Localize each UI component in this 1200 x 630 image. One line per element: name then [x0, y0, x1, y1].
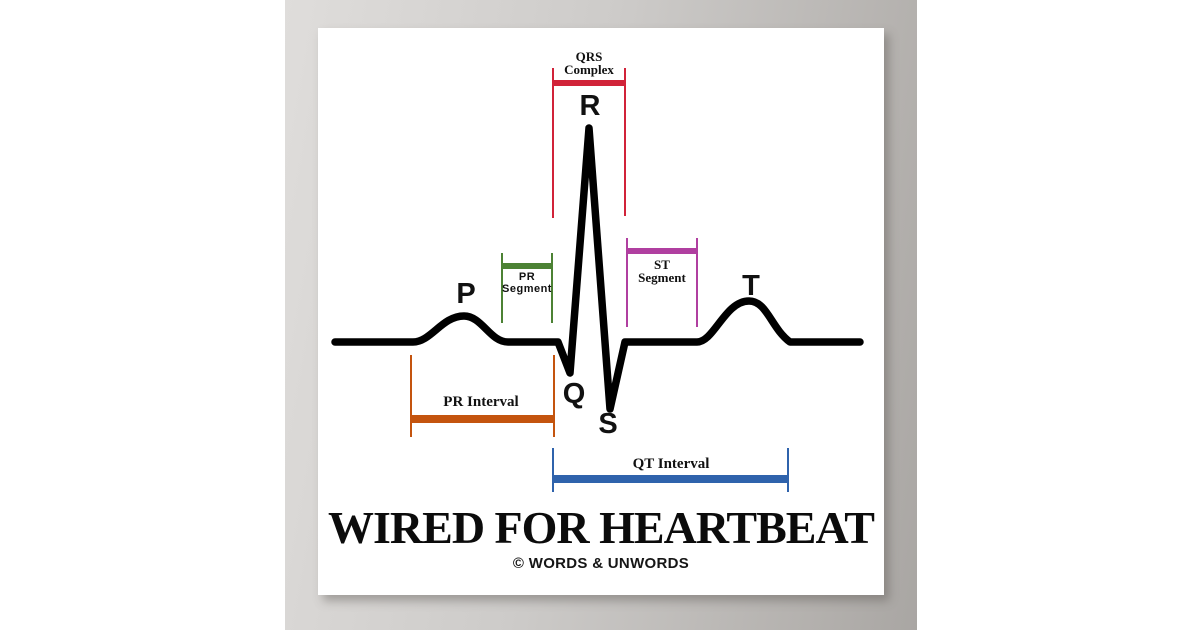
wave-label-p: P [456, 278, 476, 310]
st-segment-label-line1: ST [654, 257, 670, 272]
st-segment-tick-right [696, 238, 698, 327]
pr-segment-tick-right [551, 253, 553, 323]
wave-label-q: Q [562, 378, 586, 410]
wave-label-t: T [742, 270, 760, 302]
wave-label-r: R [579, 90, 601, 122]
qrs-complex-tick-left [552, 68, 554, 218]
wave-label-s: S [598, 408, 618, 440]
pr-segment-tick-left [501, 253, 503, 323]
pr-interval-tick-right [553, 355, 555, 437]
pr-segment-bar [502, 263, 552, 269]
qrs-complex-label-line1: QRS [575, 49, 603, 64]
st-segment-label: ST Segment [638, 258, 686, 284]
qt-interval-tick-left [552, 448, 554, 492]
poster-title: WIRED FOR HEARTBEAT [328, 502, 875, 553]
pr-interval-tick-left [410, 355, 412, 437]
pr-interval-bar [411, 415, 554, 423]
ecg-trace [331, 124, 864, 413]
ecg-poster: P R Q S T QRS Complex PR Segment ST Segm… [318, 28, 884, 595]
qrs-complex-label-line2: Complex [564, 62, 614, 77]
qrs-complex-bar [553, 80, 625, 86]
qrs-complex-label: QRS Complex [564, 50, 614, 76]
ecg-waveform-path [331, 124, 864, 413]
pr-segment-label-line2: Segment [502, 282, 552, 295]
st-segment-bar [627, 248, 697, 254]
st-segment-label-line2: Segment [638, 270, 686, 285]
qt-interval-bar [553, 475, 788, 483]
st-segment-tick-left [626, 238, 628, 327]
pr-segment-label: PR Segment [502, 271, 552, 295]
qt-interval-label: QT Interval [632, 456, 710, 472]
pr-segment-label-line1: PR [518, 271, 536, 283]
pr-interval-label: PR Interval [443, 394, 519, 410]
copyright-line: © WORDS & UNWORDS [512, 555, 690, 572]
qrs-complex-tick-right [624, 68, 626, 216]
qt-interval-tick-right [787, 448, 789, 492]
